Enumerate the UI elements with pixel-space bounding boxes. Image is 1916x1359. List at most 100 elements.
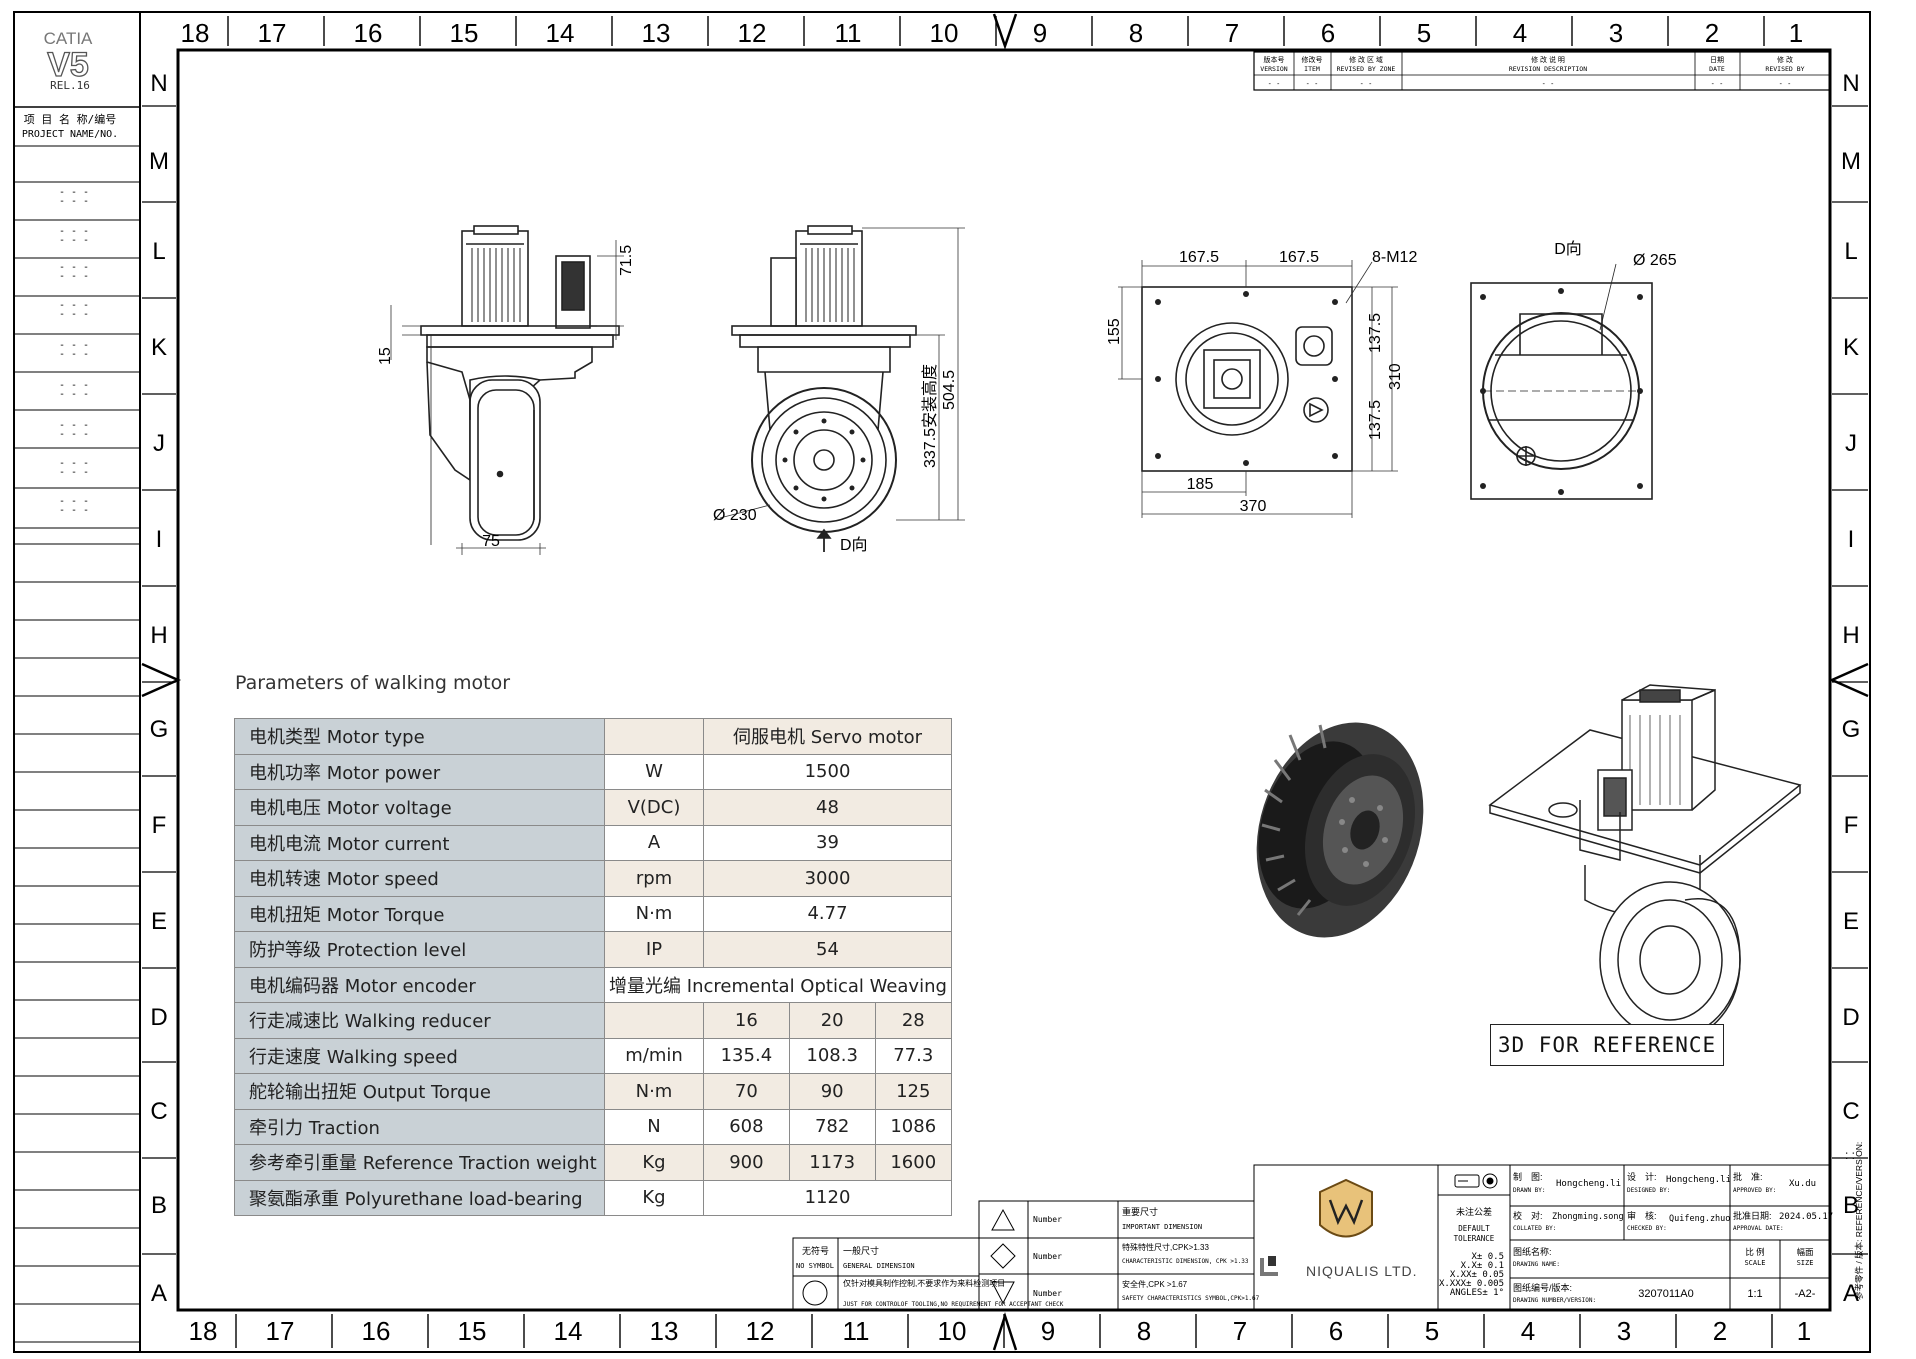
drawing-name-en: DRAWING NAME:: [1513, 1261, 1560, 1268]
zone-col-bottom-16: 16: [362, 1316, 391, 1346]
rev-placeholder-5: - -: [1779, 80, 1792, 88]
dim-75: 75: [482, 533, 500, 550]
param-name: 电机电流 Motor current: [234, 824, 605, 861]
zone-col-top-8: 8: [1129, 18, 1143, 48]
drawn-by-en: DRAWN BY:: [1513, 1187, 1546, 1194]
zone-col-top-12: 12: [738, 18, 767, 48]
side-view: [420, 225, 620, 545]
zone-col-bottom-2: 2: [1713, 1316, 1727, 1346]
plate-view-dims: [1118, 260, 1398, 518]
dim-dia-265: Ø 265: [1633, 252, 1677, 269]
project-placeholder-b-5: - - -: [59, 389, 89, 400]
size-value: -A2-: [1795, 1288, 1816, 1300]
param-name: 电机功率 Motor power: [234, 753, 605, 790]
zone-row-right-B: B: [1843, 1192, 1859, 1219]
drawn-by-value: Hongcheng.li: [1556, 1179, 1621, 1189]
param-unit: W: [604, 753, 704, 790]
param-value: 70: [703, 1073, 790, 1110]
rev-placeholder-3: - -: [1542, 80, 1555, 88]
bottom-view-title: D向: [1554, 240, 1582, 258]
zone-col-bottom-5: 5: [1425, 1316, 1439, 1346]
zone-row-left-B: B: [151, 1192, 167, 1219]
param-value: 16: [703, 1002, 790, 1039]
param-value: 3000: [703, 860, 952, 897]
zone-col-bottom-4: 4: [1521, 1316, 1535, 1346]
project-placeholder-b-0: - - -: [59, 196, 89, 207]
tolerance-5: ANGLES± 1°: [1450, 1288, 1504, 1298]
project-placeholder-8: - - -: [59, 496, 89, 507]
zone-row-right-K: K: [1843, 334, 1859, 361]
zone-row-left-D: D: [150, 1004, 167, 1031]
param-unit: m/min: [604, 1037, 704, 1074]
approval-date-value: 2024.05.17: [1779, 1212, 1833, 1222]
zone-col-top-6: 6: [1321, 18, 1335, 48]
special-dim-en: CHARACTERISTIC DIMENSION, CPK >1.33: [1122, 1258, 1249, 1265]
zone-col-top-18: 18: [181, 18, 210, 48]
rev-placeholder-4: - -: [1711, 80, 1724, 88]
param-value: 增量光编 Incremental Optical Weaving: [604, 966, 952, 1003]
approval-date-en: APPROVAL DATE:: [1733, 1225, 1784, 1232]
param-name: 牵引力 Traction: [234, 1108, 605, 1145]
zone-col-bottom-3: 3: [1617, 1316, 1631, 1346]
zone-col-bottom-18: 18: [189, 1316, 218, 1346]
zone-col-bottom-14: 14: [554, 1316, 583, 1346]
side-view-dims: [390, 240, 624, 555]
project-placeholder-6: - - -: [59, 420, 89, 431]
param-value: 608: [703, 1108, 790, 1145]
designed-by-value: Hongcheng.li: [1666, 1175, 1731, 1185]
rev-placeholder-1: - -: [1306, 80, 1319, 88]
zone-col-bottom-17: 17: [266, 1316, 295, 1346]
param-unit: N·m: [604, 895, 704, 932]
collated-by-value: Zhongming.song: [1552, 1212, 1624, 1222]
zone-col-bottom-15: 15: [458, 1316, 487, 1346]
param-value: 900: [703, 1144, 790, 1181]
zone-row-left-M: M: [149, 148, 169, 175]
zone-row-left-J: J: [153, 430, 165, 457]
special-dim-cn: 特殊特性尺寸,CPK>1.33: [1122, 1242, 1209, 1252]
important-dim-cn: 重要尺寸: [1122, 1206, 1158, 1217]
param-name: 电机类型 Motor type: [234, 718, 605, 755]
rev-header-en-2: REVISED BY ZONE: [1337, 65, 1396, 73]
param-unit: N·m: [604, 1073, 704, 1110]
zone-row-right-J: J: [1845, 430, 1857, 457]
collated-by-en: COLLATED BY:: [1513, 1225, 1556, 1232]
param-name: 行走减速比 Walking reducer: [234, 1002, 605, 1039]
param-unit: Kg: [604, 1144, 704, 1181]
tolerance-4: X.XXX± 0.005: [1439, 1279, 1504, 1289]
project-placeholder-2: - - -: [59, 262, 89, 273]
zone-row-right-D: D: [1842, 1004, 1859, 1031]
zone-col-top-2: 2: [1705, 18, 1719, 48]
drawing-number-en: DRAWING NUMBER/VERSION:: [1513, 1297, 1596, 1304]
zone-col-bottom-7: 7: [1233, 1316, 1247, 1346]
zone-col-top-17: 17: [258, 18, 287, 48]
front-view: [731, 225, 917, 552]
zone-row-right-H: H: [1842, 622, 1859, 649]
zone-row-left-K: K: [151, 334, 167, 361]
tolerance-2: X.X± 0.1: [1461, 1261, 1504, 1271]
rev-header-cn-4: 日期: [1710, 56, 1724, 64]
approved-by-en: APPROVED BY:: [1733, 1187, 1776, 1194]
rev-header-cn-2: 修 改 区 域: [1349, 55, 1383, 64]
designed-by-en: DESIGNED BY:: [1627, 1187, 1670, 1194]
rev-header-cn-5: 修 改: [1777, 55, 1793, 64]
rev-header-en-3: REVISION DESCRIPTION: [1509, 65, 1587, 73]
tooling-note-cn: 仅针对模具制作控制,不要求作为来料检测项目: [843, 1278, 1005, 1288]
param-name: 电机电压 Motor voltage: [234, 789, 605, 826]
dim-8-m12: 8-M12: [1372, 249, 1417, 266]
project-placeholder-4: - - -: [59, 340, 89, 351]
zone-col-top-13: 13: [642, 18, 671, 48]
tolerance-en-1: DEFAULT: [1458, 1224, 1490, 1233]
zone-col-top-5: 5: [1417, 18, 1431, 48]
parameters-title: Parameters of walking motor: [235, 672, 511, 694]
param-unit: Kg: [604, 1179, 704, 1216]
size-cn: 幅面: [1796, 1247, 1814, 1257]
param-unit: N: [604, 1108, 704, 1145]
project-rows: - - -- - -- - -- - -- - -- - -- - -- - -…: [14, 145, 140, 1343]
number-label-1: Number: [1033, 1215, 1062, 1224]
project-placeholder-b-6: - - -: [59, 429, 89, 440]
dim-137-5-top: 137.5: [1367, 313, 1384, 353]
drawn-by-cn: 制 图:: [1513, 1171, 1543, 1182]
